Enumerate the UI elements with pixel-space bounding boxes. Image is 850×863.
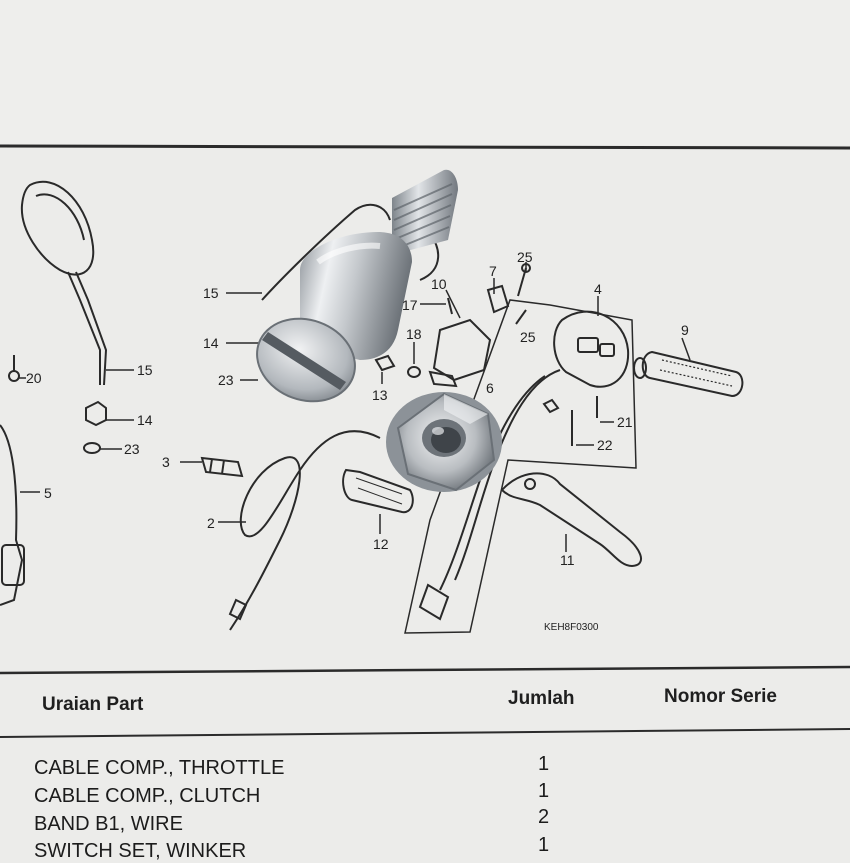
callout-4: 4 xyxy=(594,281,602,297)
table-row-desc: BAND B1, WIRE xyxy=(34,813,183,835)
table-row-qty: 1 xyxy=(538,834,550,856)
header-quantity: Jumlah xyxy=(508,688,575,709)
callout-15-top: 15 xyxy=(203,285,219,301)
clutch-cable xyxy=(228,430,381,631)
blank-paper-top xyxy=(0,0,850,145)
table-row-desc: SWITCH SET, WINKER xyxy=(34,840,247,862)
left-handle-assembly xyxy=(0,355,107,606)
callout-25-mid: 25 xyxy=(520,329,536,345)
table-header-divider xyxy=(0,728,850,738)
callout-23-top: 23 xyxy=(218,372,234,388)
callout-20: 20 xyxy=(26,370,42,386)
callout-14-top: 14 xyxy=(203,335,219,351)
callout-5: 5 xyxy=(44,485,52,501)
diagram-bottom-border xyxy=(0,665,850,675)
header-serial-number: Nomor Serie xyxy=(664,686,777,707)
callout-22: 22 xyxy=(597,437,613,453)
callout-2: 2 xyxy=(207,515,215,531)
diagram-code: KEH8F0300 xyxy=(544,622,599,633)
diagram-leader-lines xyxy=(180,262,691,552)
callout-3: 3 xyxy=(162,454,170,470)
mirror-illustration xyxy=(20,180,108,386)
callout-17: 17 xyxy=(402,297,418,313)
callout-7: 7 xyxy=(489,263,497,279)
callout-10: 10 xyxy=(431,276,447,292)
diagram-top-border xyxy=(0,144,850,150)
callout-18: 18 xyxy=(406,326,422,342)
table-row-qty: 2 xyxy=(538,806,550,828)
callout-21: 21 xyxy=(617,414,633,430)
callout-9: 9 xyxy=(681,322,689,338)
grip-12 xyxy=(342,468,414,514)
callout-11: 11 xyxy=(560,552,575,568)
lever-11 xyxy=(500,472,643,568)
header-part-description: Uraian Part xyxy=(42,694,144,715)
callout-25-top: 25 xyxy=(517,249,533,265)
left-leader-lines xyxy=(18,369,134,493)
band-clip-3 xyxy=(200,456,244,478)
table-row-qty: 1 xyxy=(538,753,550,775)
callout-14-left: 14 xyxy=(137,412,153,428)
shoulder-bolt-photo xyxy=(256,169,458,403)
callout-12: 12 xyxy=(373,536,389,552)
table-row-desc: CABLE COMP., CLUTCH xyxy=(34,785,261,807)
flange-nut-photo xyxy=(386,392,502,492)
callout-23-left: 23 xyxy=(124,441,140,457)
callout-13: 13 xyxy=(372,387,388,403)
table-row-desc: CABLE COMP., THROTTLE xyxy=(34,757,285,779)
callout-15-left: 15 xyxy=(137,362,153,378)
table-row-qty: 1 xyxy=(538,780,550,802)
callout-6: 6 xyxy=(486,380,494,396)
